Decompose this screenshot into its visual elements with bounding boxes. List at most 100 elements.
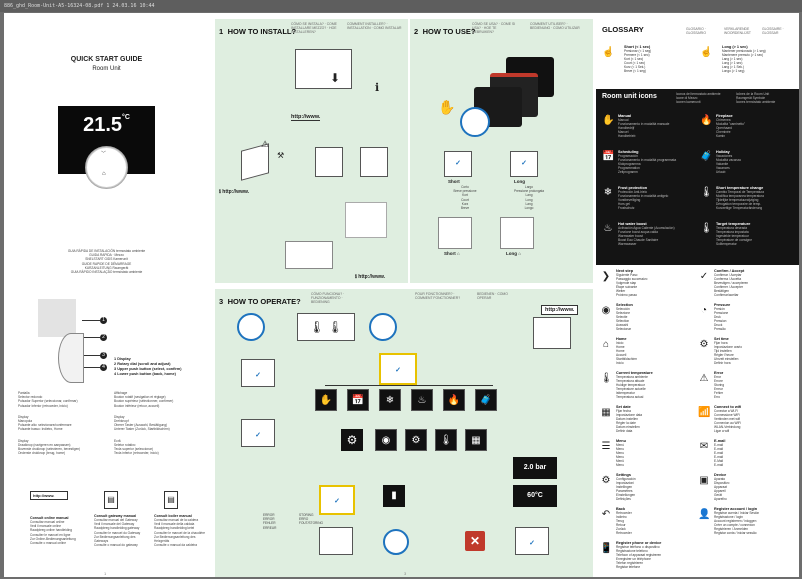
url-box[interactable]: http://www. [30,491,68,500]
glossary-item-line: Bestätigen [714,289,730,293]
glossary-item-line: Confirmer / Accepter [714,285,744,289]
device-icon: ▣ [699,475,709,486]
language-line: KURZANLEITUNG Raumgerät [84,265,129,270]
glossary-item-line: Registrar teléfono o dispositivo [616,545,660,549]
dial-icon [369,313,397,341]
dial-demo [460,107,490,137]
screen-checkmark: ✓ [241,359,275,387]
glossary-subtitle: GLOSSAIRE · GLOSSAR [762,27,784,35]
setting-tile: ▦ [465,429,487,451]
glossary-item-line: Temperatura ambiente [616,375,648,379]
glossary-item-line: Impostazione data [616,413,643,417]
legend-item: 1 Display [114,357,131,361]
online-manual: http://www. Consult online manual Consul… [30,491,76,546]
glossary-item-line: Étape suivante [616,285,638,289]
glossary-item-line: Home [616,345,625,349]
screwdriver-icon: ⚒ [277,151,285,160]
info-url-row: ℹ http://www. [219,189,250,195]
glossary-item-line: Impostazioni [616,481,634,485]
language-line: GUIDA RAPIDA · Mezzo [89,253,124,258]
confirm-icon: ✓ [699,271,709,282]
glossary-item-line: Selectie [616,315,628,319]
glossary-item-line: Definir data [616,429,633,433]
url-box[interactable]: http://www. [541,305,579,315]
glossary-item-line: Aparelho [714,497,727,501]
language-line: GUIA RÁPIDA DE INSTALACIÓN termostato am… [67,249,146,253]
parts-translations-right: Affichage Bouton rotatif (navigation et … [114,391,174,456]
connector-drawing [285,241,333,269]
glossary-item-line: Home [616,349,625,353]
glossary-item-line: Storing [714,383,725,387]
pressure-display: 2.0 bar [513,457,557,479]
operate-subtitle: POUR FONCTIONNER? · COMMENT FONCTIONNER? [415,292,461,300]
glossary-item-title: Selection [616,303,633,307]
info-url-row: ℹ http://www. [355,274,386,280]
glossary-item-line: Huidige temperatuur [616,383,645,387]
parts-translations-left: Pantalla Selector redondo Pulsador Super… [18,391,81,456]
dial-icon [237,313,265,341]
book-icon: ▤ [164,491,178,509]
glossary-item-title: Register phone or device [616,541,662,545]
glossary-item-line: Fijar hora [714,341,728,345]
glossary-dark-item: Hot water boost Activación Agua Caliente… [618,222,675,246]
callout-line [84,337,100,338]
glossary-item-line: Erro [714,395,721,399]
glossary-item-line: Error [714,375,722,379]
package-box [295,49,352,89]
dial-icon [383,529,409,555]
glossary-item-line: Selecionar [616,327,632,331]
glossary-title: GLOSSARY [602,25,644,34]
temperature-value: 21.5 [83,114,123,136]
long-label: Long [514,179,525,184]
callout-1: 1 [100,317,107,324]
glossary-item-line: Menu [616,463,624,467]
settings-icon: ⚙ [601,475,611,486]
install-panel: 1 HOW TO INSTALL? CÓMO SE INSTALA? · COM… [215,19,408,283]
glossary-item-line: Configuración [616,477,636,481]
glossary-item-title: Current temperature [616,371,653,375]
hot-water-icon: ♨ [603,223,613,234]
pressure-icon: ◔ [700,305,708,316]
glossary-item-line: Zurück [616,527,626,531]
glossary-item-line: Siguiente Paso [616,273,638,277]
register-icon: 👤 [698,509,711,520]
glossary-item-line: Selección [616,307,630,311]
glossary-item-line: Régler la date [616,421,636,425]
menu-icon: ☰ [601,441,611,452]
glossary-item-line: Definir hora [714,361,731,365]
battery-icon: ▮ [383,485,405,507]
error-icon: ✕ [465,531,485,551]
glossary-item-line: Dispositivo [714,481,730,485]
url-box[interactable]: http://www. [291,114,321,121]
callout-2: 2 [100,334,107,341]
glossary-item-line: Bevestigen / accepteren [714,281,749,285]
long-home-label: Long ⌂ [506,251,521,256]
use-subtitle: CÓMO SE USA? · COME SI USA? · HOE TE GEB… [472,22,516,34]
glossary-item-line: Accueil [616,353,627,357]
callout-line [84,355,100,356]
home-button-icon[interactable]: ⌂ [102,171,106,177]
dial-face [86,147,127,188]
glossary-item-line: Início [616,361,624,365]
mode-holiday-icon: 🧳 [475,389,497,411]
info-icon: ℹ [375,82,380,94]
wall-illustration [345,202,387,238]
glossary-item-line: E-mail [714,451,724,455]
glossary-item-line: Erreur [714,387,723,391]
gateway-manual: ▤ Consult gateway manual Consultar manua… [94,491,142,547]
glossary-item-title: Confirm / Accept [714,269,745,273]
current-temp-icon: 🌡 [600,373,613,384]
